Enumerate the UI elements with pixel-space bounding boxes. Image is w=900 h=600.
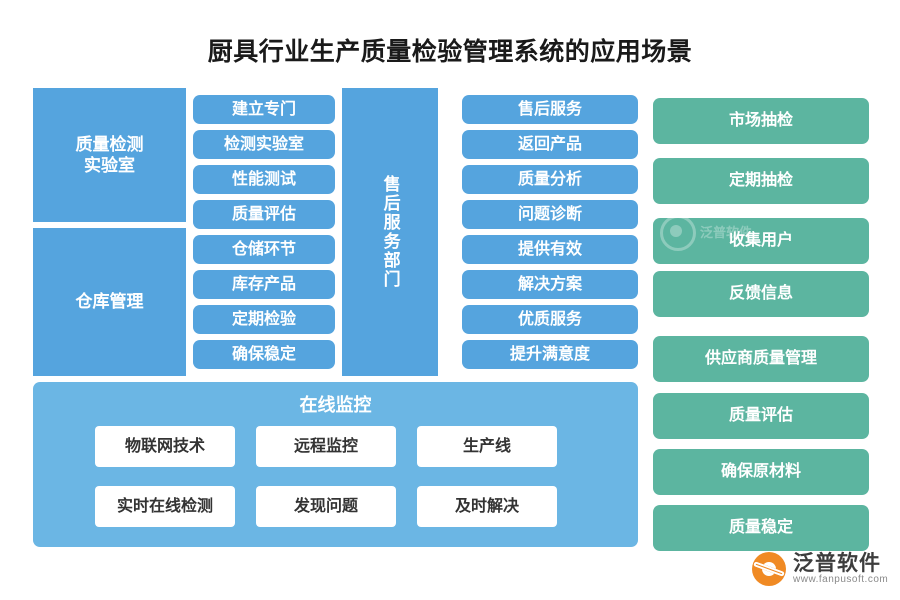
item-col4-8[interactable]: 提升满意度 bbox=[462, 340, 638, 369]
item-col2-7[interactable]: 定期检验 bbox=[193, 305, 335, 334]
item-col5-5[interactable]: 供应商质量管理 bbox=[653, 336, 869, 382]
block-quality-lab[interactable]: 质量检测 实验室 bbox=[33, 88, 186, 222]
item-col4-1[interactable]: 售后服务 bbox=[462, 95, 638, 124]
item-col5-1[interactable]: 市场抽检 bbox=[653, 98, 869, 144]
item-col5-6[interactable]: 质量评估 bbox=[653, 393, 869, 439]
item-monitor-2[interactable]: 远程监控 bbox=[256, 426, 396, 467]
item-monitor-4[interactable]: 实时在线检测 bbox=[95, 486, 235, 527]
brand-logo-text: 泛普软件 www.fanpusoft.com bbox=[793, 551, 889, 586]
page-title: 厨具行业生产质量检验管理系统的应用场景 bbox=[207, 38, 693, 66]
after-sales-label: 售后服务部门 bbox=[380, 175, 400, 289]
item-monitor-1[interactable]: 物联网技术 bbox=[95, 426, 235, 467]
item-col4-2[interactable]: 返回产品 bbox=[462, 130, 638, 159]
item-col4-3[interactable]: 质量分析 bbox=[462, 165, 638, 194]
item-col5-4[interactable]: 反馈信息 bbox=[653, 271, 869, 317]
item-col2-5[interactable]: 仓储环节 bbox=[193, 235, 335, 264]
item-col2-2[interactable]: 检测实验室 bbox=[193, 130, 335, 159]
item-monitor-3[interactable]: 生产线 bbox=[417, 426, 557, 467]
item-col4-4[interactable]: 问题诊断 bbox=[462, 200, 638, 229]
item-monitor-6[interactable]: 及时解决 bbox=[417, 486, 557, 527]
item-col2-1[interactable]: 建立专门 bbox=[193, 95, 335, 124]
item-col2-6[interactable]: 库存产品 bbox=[193, 270, 335, 299]
brand-logo: 泛普软件 www.fanpusoft.com bbox=[752, 552, 888, 586]
block-after-sales-department[interactable]: 售后服务部门 bbox=[342, 88, 438, 376]
block-warehouse-management[interactable]: 仓库管理 bbox=[33, 228, 186, 376]
fanpu-logo-icon bbox=[752, 552, 786, 586]
item-col4-6[interactable]: 解决方案 bbox=[462, 270, 638, 299]
item-col4-7[interactable]: 优质服务 bbox=[462, 305, 638, 334]
item-col2-3[interactable]: 性能测试 bbox=[193, 165, 335, 194]
item-col2-8[interactable]: 确保稳定 bbox=[193, 340, 335, 369]
item-col5-2[interactable]: 定期抽检 bbox=[653, 158, 869, 204]
item-col2-4[interactable]: 质量评估 bbox=[193, 200, 335, 229]
online-monitoring-title: 在线监控 bbox=[299, 395, 372, 415]
item-monitor-5[interactable]: 发现问题 bbox=[256, 486, 396, 527]
item-col4-5[interactable]: 提供有效 bbox=[462, 235, 638, 264]
brand-url: www.fanpusoft.com bbox=[793, 573, 889, 585]
brand-name-cn: 泛普软件 bbox=[793, 551, 881, 575]
item-col5-3[interactable]: 收集用户 bbox=[653, 218, 869, 264]
item-col5-8[interactable]: 质量稳定 bbox=[653, 505, 869, 551]
item-col5-7[interactable]: 确保原材料 bbox=[653, 449, 869, 495]
